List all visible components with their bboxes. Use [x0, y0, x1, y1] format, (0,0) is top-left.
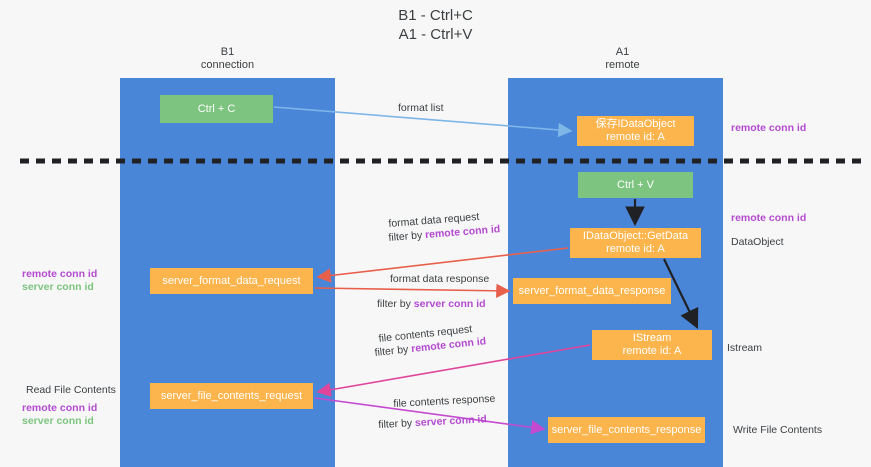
- node-ctrl-c[interactable]: Ctrl + C: [160, 95, 273, 123]
- lane-header-a1-role: remote: [605, 59, 640, 71]
- node-getdata-line-2: remote id: A: [606, 243, 665, 255]
- node-server-file-contents-response-label: server_file_contents_response: [551, 423, 702, 436]
- node-ctrl-c-label: Ctrl + C: [197, 102, 236, 115]
- node-server-format-data-request-label: server_format_data_request: [162, 274, 301, 287]
- node-server-file-contents-request[interactable]: server_file_contents_request: [150, 383, 313, 409]
- edge-label-format-data-response-filter: filter by server conn id: [377, 298, 486, 311]
- node-istream-line-1: IStream: [632, 332, 672, 344]
- diagram-title: B1 - Ctrl+C A1 - Ctrl+V: [0, 6, 871, 44]
- edge-label-format-data-response: format data response: [390, 273, 489, 286]
- lane-header-a1: A1 remote: [545, 46, 700, 72]
- filter-by-text-1: filter by: [388, 229, 426, 244]
- filter-by-text-4: filter by: [378, 417, 416, 431]
- edge-label-file-contents-response-filter: filter by server conn id: [378, 413, 487, 432]
- filter-by-text-3: filter by: [374, 343, 412, 359]
- lane-header-b1: B1 connection: [150, 46, 305, 72]
- server-conn-id-text-1: server conn id: [413, 298, 486, 310]
- node-idataobject-line-1: 保存IDataObject: [595, 118, 676, 130]
- node-server-format-data-response-label: server_format_data_response: [518, 284, 666, 297]
- node-idataobject-line-2: remote id: A: [606, 131, 665, 143]
- edge-label-file-contents-response-text: file contents response: [393, 392, 496, 410]
- edge-label-format-list-text: format list: [398, 102, 444, 114]
- arrow-format-data-response: [314, 283, 511, 299]
- edge-label-format-data-response-text: format data response: [390, 273, 490, 285]
- node-server-file-contents-request-label: server_file_contents_request: [160, 389, 303, 402]
- node-ctrl-v[interactable]: Ctrl + V: [578, 172, 693, 198]
- side-label-read-file-contents: Read File Contents: [26, 384, 116, 396]
- side-label-left-server-conn-id-2: server conn id: [22, 415, 94, 427]
- node-istream-line-2: remote id: A: [622, 345, 682, 357]
- diagram-title-line-2: A1 - Ctrl+V: [398, 26, 473, 43]
- server-conn-id-text-2: server conn id: [414, 413, 488, 430]
- side-label-data-object: DataObject: [731, 236, 784, 248]
- lane-header-a1-name: A1: [615, 46, 630, 58]
- lane-header-b1-name: B1: [220, 46, 235, 58]
- node-server-file-contents-response[interactable]: server_file_contents_response: [548, 417, 705, 443]
- side-label-left-remote-conn-id-1: remote conn id: [22, 268, 98, 280]
- side-label-write-file-contents: Write File Contents: [733, 424, 823, 436]
- edge-label-file-contents-response: file contents response: [393, 393, 496, 411]
- node-server-format-data-response[interactable]: server_format_data_response: [513, 278, 671, 304]
- side-label-istream: Istream: [727, 342, 763, 354]
- diagram-title-line-1: B1 - Ctrl+C: [398, 7, 473, 24]
- node-getdata[interactable]: IDataObject::GetData remote id: A: [570, 228, 701, 258]
- node-istream[interactable]: IStream remote id: A: [592, 330, 712, 360]
- side-label-remote-conn-id-2: remote conn id: [731, 212, 807, 224]
- side-label-left-server-conn-id-1: server conn id: [22, 281, 94, 293]
- edge-label-format-list: format list: [398, 102, 444, 115]
- filter-by-text-2: filter by: [377, 298, 414, 310]
- lane-header-b1-role: connection: [200, 59, 255, 71]
- side-label-left-remote-conn-id-2: remote conn id: [22, 402, 98, 414]
- node-getdata-line-1: IDataObject::GetData: [582, 230, 689, 242]
- node-ctrl-v-label: Ctrl + V: [617, 178, 654, 191]
- node-idataobject[interactable]: 保存IDataObject remote id: A: [577, 116, 694, 146]
- node-server-format-data-request[interactable]: server_format_data_request: [150, 268, 313, 294]
- side-label-remote-conn-id-1: remote conn id: [731, 122, 807, 134]
